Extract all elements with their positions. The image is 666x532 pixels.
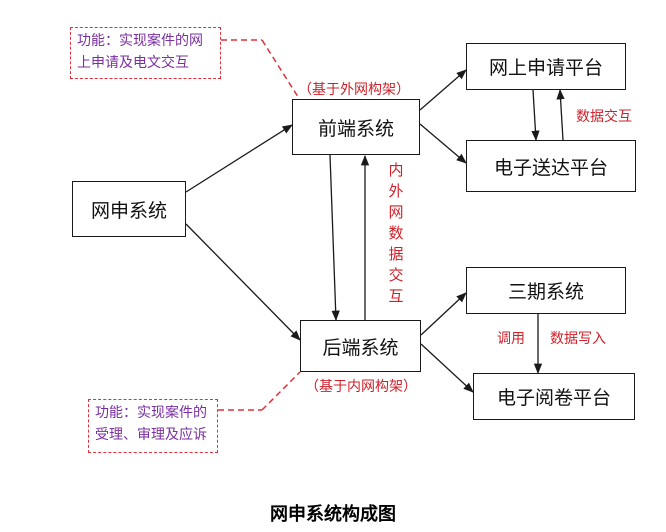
- back-note-line-2: 受理、审理及应诉: [95, 427, 207, 443]
- arrow-qianduan-to-wangshang: [419, 69, 467, 111]
- node-qianduan: 前端系统: [292, 99, 420, 155]
- front-note-line-2: 上申请及电文交互: [77, 55, 189, 71]
- back-note-leader-diag: [261, 371, 301, 411]
- vert-char-1: 内: [388, 161, 404, 179]
- arrow-songda-to-wangshang: [556, 88, 565, 141]
- vert-char-3: 网: [388, 203, 404, 221]
- diagram-caption: 网申系统构成图: [270, 504, 396, 525]
- vert-char-7: 互: [388, 287, 404, 305]
- vert-char-2: 外: [388, 182, 404, 200]
- call-label: 调用: [497, 331, 525, 347]
- node-sanqi: 三期系统: [466, 267, 626, 314]
- inner-outer-exchange-label: 内 外 网 数 据 交 互: [387, 160, 405, 307]
- front-arch-label: （基于外网构架）: [298, 82, 410, 98]
- arrow-houduan-to-yuejuan: [420, 343, 474, 393]
- vert-char-6: 交: [388, 266, 404, 284]
- node-dianzi-songda: 电子送达平台: [466, 140, 636, 192]
- arrow-wangshen-to-houduan: [185, 223, 301, 341]
- vert-char-4: 数: [388, 224, 404, 242]
- arrow-wangshang-to-songda: [531, 89, 540, 142]
- node-dianzi-yuejuan: 电子阅卷平台: [473, 373, 635, 420]
- back-arch-label: （基于内网构架）: [305, 379, 417, 395]
- front-function-note: 功能：实现案件的网 上申请及电文交互: [70, 27, 221, 79]
- back-note-line-1: 功能：实现案件的: [95, 405, 207, 421]
- back-function-note: 功能：实现案件的 受理、审理及应诉: [88, 399, 218, 453]
- arrow-wangshen-to-qianduan: [185, 124, 293, 193]
- front-note-line-1: 功能：实现案件的网: [77, 33, 203, 49]
- node-wangshang: 网上申请平台: [466, 43, 626, 90]
- arrow-houduan-to-sanqi: [420, 292, 467, 336]
- front-note-leader-diag: [261, 39, 301, 101]
- data-exchange-label: 数据交互: [576, 109, 632, 125]
- node-wangshen: 网申系统: [72, 181, 186, 237]
- arrow-qianduan-to-songda: [419, 123, 467, 164]
- vert-char-5: 据: [388, 245, 404, 263]
- node-houduan: 后端系统: [300, 320, 421, 372]
- data-write-label: 数据写入: [550, 331, 606, 347]
- arrow-qianduan-to-houduan: [329, 154, 340, 322]
